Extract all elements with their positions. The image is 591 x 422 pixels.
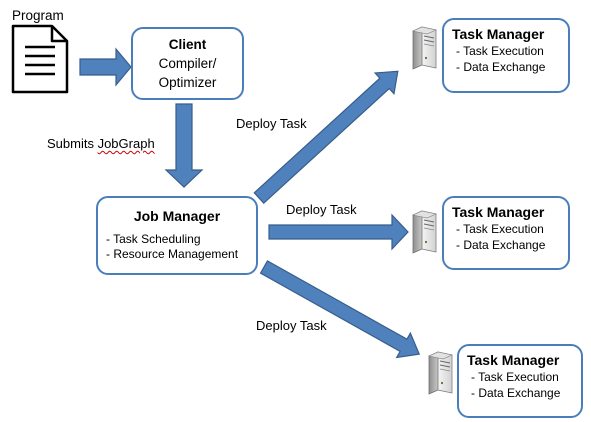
- client-title: Client: [168, 37, 207, 52]
- task-manager-line: - Data Exchange: [456, 238, 546, 252]
- job-manager-line: - Task Scheduling: [106, 232, 201, 246]
- deploy-task-label: Deploy Task: [236, 116, 307, 131]
- client-line: Optimizer: [158, 75, 217, 90]
- arrow-program-to-client: [79, 47, 132, 87]
- task-manager-title: Task Manager: [467, 352, 560, 368]
- task-manager-line: - Data Exchange: [471, 386, 561, 400]
- job-manager-title: Job Manager: [133, 208, 221, 224]
- jobgraph-text: JobGraph: [97, 136, 155, 151]
- task-manager-box: Task Manager - Task Execution - Data Exc…: [442, 196, 570, 270]
- task-manager-box: Task Manager - Task Execution - Data Exc…: [457, 344, 583, 418]
- task-manager-line: - Task Execution: [456, 222, 544, 236]
- program-label: Program: [12, 8, 64, 23]
- task-manager-box: Task Manager - Task Execution - Data Exc…: [442, 18, 570, 93]
- server-icon: [412, 210, 437, 254]
- deploy-task-label: Deploy Task: [286, 202, 357, 217]
- submits-jobgraph-label: Submits JobGraph: [47, 136, 155, 152]
- task-manager-line: - Task Execution: [456, 44, 544, 58]
- arrow-deploy-task-3: [259, 260, 421, 359]
- task-manager-title: Task Manager: [452, 26, 545, 42]
- submits-prefix: Submits: [47, 136, 98, 151]
- document-icon: [11, 24, 69, 94]
- server-icon: [412, 26, 437, 70]
- job-manager-box: Job Manager - Task Scheduling - Resource…: [96, 196, 258, 275]
- arrow-deploy-task-1: [253, 70, 399, 205]
- task-manager-line: - Task Execution: [471, 370, 559, 384]
- arrow-deploy-task-2: [268, 213, 409, 251]
- client-line: Compiler/: [158, 56, 217, 71]
- server-icon: [428, 351, 453, 395]
- client-box: Client Compiler/ Optimizer: [131, 27, 244, 100]
- arrow-client-to-job-manager: [164, 103, 204, 188]
- job-manager-line: - Resource Management: [106, 247, 239, 261]
- deploy-task-label: Deploy Task: [256, 318, 327, 333]
- task-manager-line: - Data Exchange: [456, 60, 546, 74]
- task-manager-title: Task Manager: [452, 204, 545, 220]
